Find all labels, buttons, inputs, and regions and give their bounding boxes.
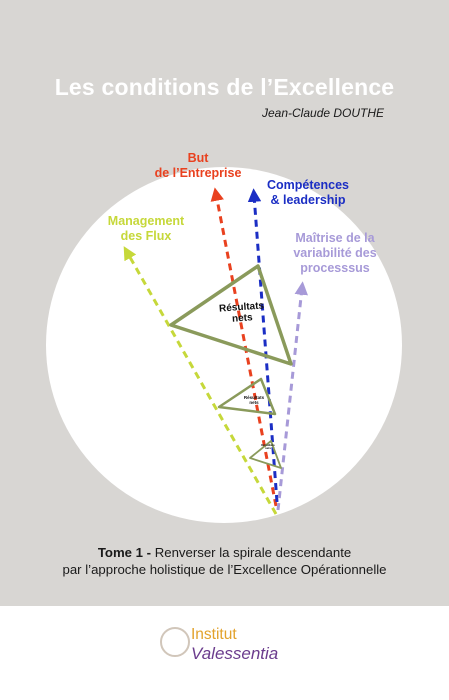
label-but-line1: But: [187, 151, 209, 165]
label-but-line2: de l’Entreprise: [154, 166, 242, 180]
subtitle-line1-text: Renverser la spirale descendante: [151, 545, 352, 560]
triangle-medium: [217, 377, 277, 416]
subtitle-line1: Tome 1 - Renverser la spirale descendant…: [0, 544, 449, 561]
label-comp-line1: Compétences: [267, 178, 349, 192]
triangle-medium-label-line2: nets: [249, 399, 259, 405]
book-title: Les conditions de l’Excellence: [54, 74, 395, 100]
book-subtitle: Tome 1 - Renverser la spirale descendant…: [0, 544, 449, 578]
label-maitrise-line2: variabilité des: [293, 246, 377, 260]
triangle-small-label-line1: Résultats: [261, 443, 275, 447]
label-comp-line2: & leadership: [270, 193, 346, 207]
publisher-logo-ring-icon: [160, 627, 190, 657]
arrow-management-flux: [123, 246, 278, 515]
triangle-medium-label-line1: Résultats: [243, 395, 265, 400]
subtitle-volume: Tome 1 -: [97, 545, 152, 560]
label-maitrise-variabilite: Maîtrise de la variabilité des processsu…: [282, 231, 388, 276]
triangle-large: [169, 264, 293, 366]
triangle-small-label-line2: nets: [264, 446, 272, 451]
label-mgmt-line2: des Flux: [120, 229, 172, 243]
arrow-competences-leadership: [247, 188, 279, 503]
publisher-name-line2: Valessentia: [191, 644, 279, 663]
arrow-maitrise-variabilite: [276, 281, 308, 511]
label-but-entreprise: But de l’Entreprise: [150, 151, 246, 181]
label-management-flux: Management des Flux: [98, 214, 194, 244]
label-competences-leadership: Compétences & leadership: [258, 178, 358, 208]
label-maitrise-line3: processsus: [300, 261, 370, 275]
triangle-small-label: Résultats nets: [258, 443, 278, 451]
author-name: Jean-Claude DOUTHE: [262, 106, 385, 120]
publisher-name-line1: Institut: [191, 626, 237, 643]
label-mgmt-line1: Management: [107, 214, 185, 228]
triangle-small: [249, 440, 282, 469]
triangle-medium-label: Résultats nets: [239, 395, 269, 405]
triangle-large-label: Résultats nets: [211, 300, 272, 326]
subtitle-line2: par l’approche holistique de l’Excellenc…: [62, 562, 387, 577]
label-maitrise-line1: Maîtrise de la: [295, 231, 375, 245]
